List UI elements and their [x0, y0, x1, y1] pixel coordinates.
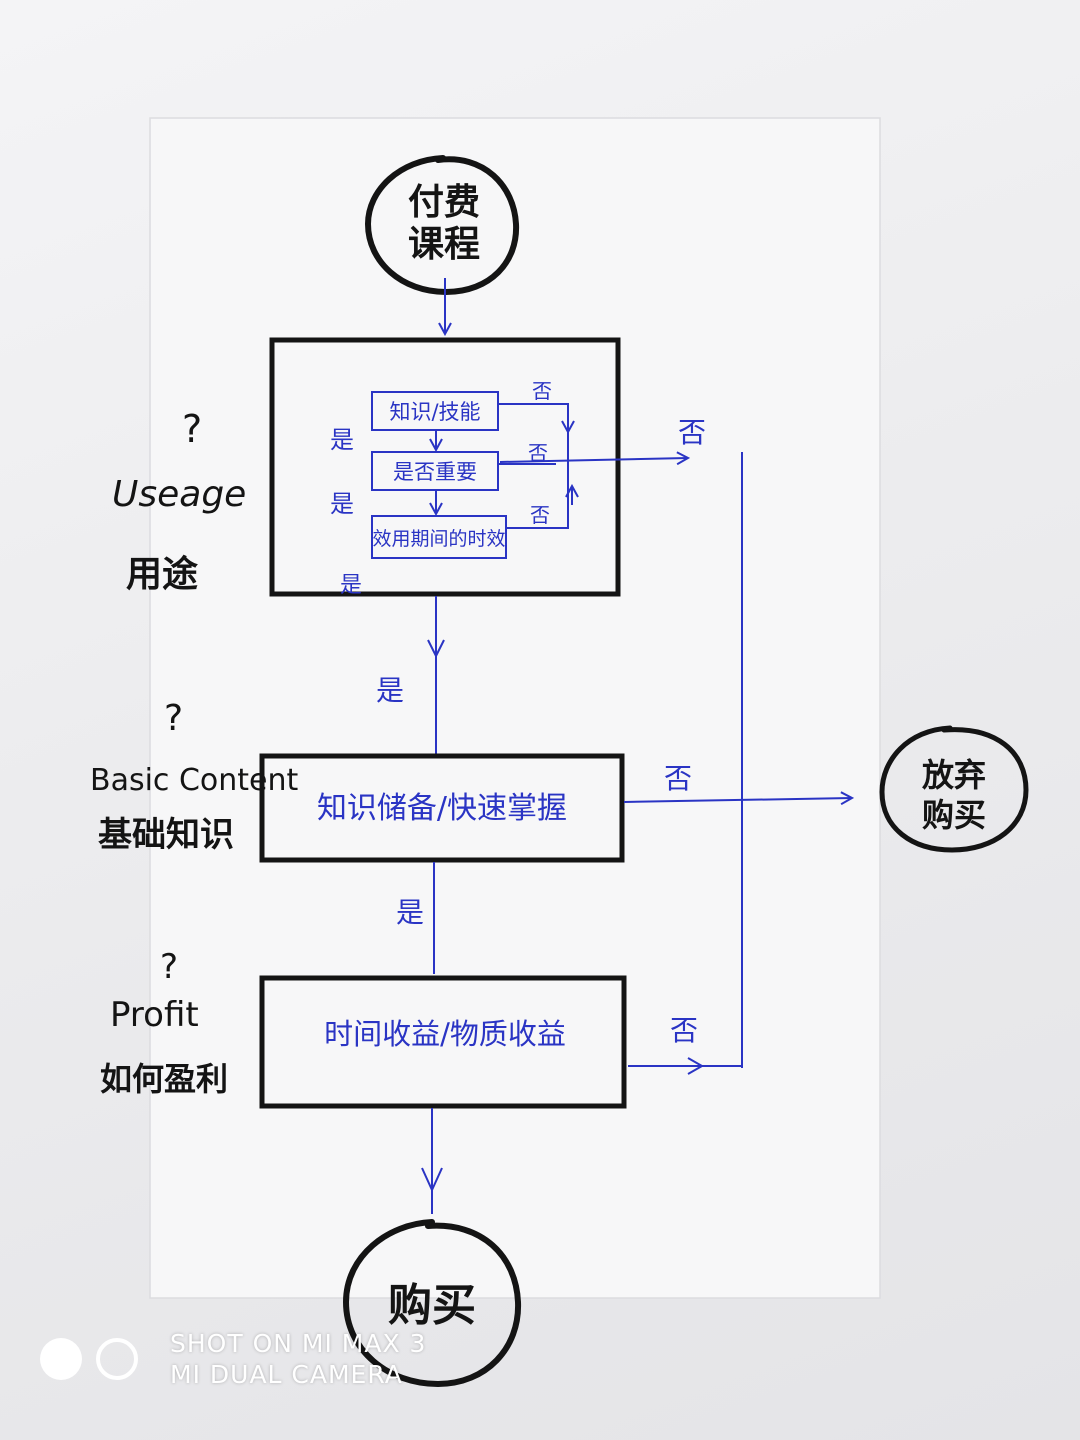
basic-question-mark: ? [164, 698, 183, 739]
usage-yes-label-1: 是 [330, 426, 354, 454]
end-abandon-label-line2: 购买 [922, 796, 986, 834]
no-label-profit: 否 [670, 1014, 698, 1047]
usage-label-en: Useage [112, 474, 246, 515]
edge-profit-to-no-arrow [687, 1057, 705, 1075]
profit-label-zh: 如何盈利 [100, 1060, 228, 1098]
usage-step-2-label: 是否重要 [393, 460, 477, 484]
profit-section: 时间收益/物质收益 ? Profit 如何盈利 [100, 947, 627, 1109]
watermark-text: SHOT ON MI MAX 3 MI DUAL CAMERA [170, 1328, 426, 1391]
usage-no-label-3: 否 [530, 503, 550, 527]
usage-step-3-label: 效用期间的时效 [372, 528, 505, 550]
basic-label-zh: 基础知识 [98, 815, 234, 855]
end-abandon-label-line1: 放弃 [922, 756, 986, 794]
edge-basic-to-abandon [623, 798, 852, 802]
usage-section: 知识/技能 是否重要 效用期间的时效 否 否 否 是 是 是 ? Useage … [112, 337, 621, 598]
end-abandon-node: 放弃 购买 [879, 725, 1029, 853]
watermark-dot-ring-icon [96, 1338, 138, 1381]
usage-yes-label-2: 是 [330, 490, 354, 518]
camera-watermark: SHOT ON MI MAX 3 MI DUAL CAMERA [40, 1328, 426, 1391]
usage-question-mark: ? [182, 407, 202, 451]
yes-label-basic-profit: 是 [396, 896, 424, 929]
usage-yes-label-3: 是 [340, 573, 362, 598]
basic-label-en: Basic Content [90, 763, 299, 798]
profit-label-en: Profit [110, 995, 199, 1035]
edge-usage-to-basic-arrow [427, 639, 445, 659]
edge-usage-to-no [499, 458, 688, 462]
profit-box [259, 975, 627, 1109]
usage-label-zh: 用途 [126, 553, 198, 595]
end-buy-label: 购买 [388, 1280, 476, 1331]
edge-profit-to-buy-arrow [421, 1167, 443, 1193]
watermark-dot-filled-icon [40, 1338, 82, 1381]
usage-no-loop [498, 403, 569, 529]
usage-box [269, 337, 621, 597]
usage-no-label-2: 否 [528, 441, 548, 465]
start-node: 付费 课程 [364, 155, 520, 296]
usage-step-1-label: 知识/技能 [389, 400, 480, 424]
basic-section: 知识储备/快速掌握 ? Basic Content 基础知识 [90, 698, 625, 863]
basic-box [259, 753, 625, 863]
no-label-basic: 否 [664, 762, 692, 795]
watermark-line-2: MI DUAL CAMERA [170, 1360, 403, 1390]
paper-sheet [149, 117, 881, 1299]
profit-box-label: 时间收益/物质收益 [324, 1017, 566, 1051]
no-label-usage: 否 [678, 416, 706, 449]
profit-question-mark: ? [160, 947, 178, 987]
yes-label-usage-basic: 是 [376, 674, 404, 707]
watermark-line-1: SHOT ON MI MAX 3 [170, 1329, 427, 1358]
usage-step-3-box [371, 515, 507, 559]
basic-box-label: 知识储备/快速掌握 [317, 791, 567, 826]
end-buy-node: 购买 [342, 1219, 522, 1388]
start-node-label-line1: 付费 [408, 182, 480, 223]
usage-no-label-1: 否 [532, 379, 552, 403]
start-node-label-line2: 课程 [408, 224, 480, 265]
